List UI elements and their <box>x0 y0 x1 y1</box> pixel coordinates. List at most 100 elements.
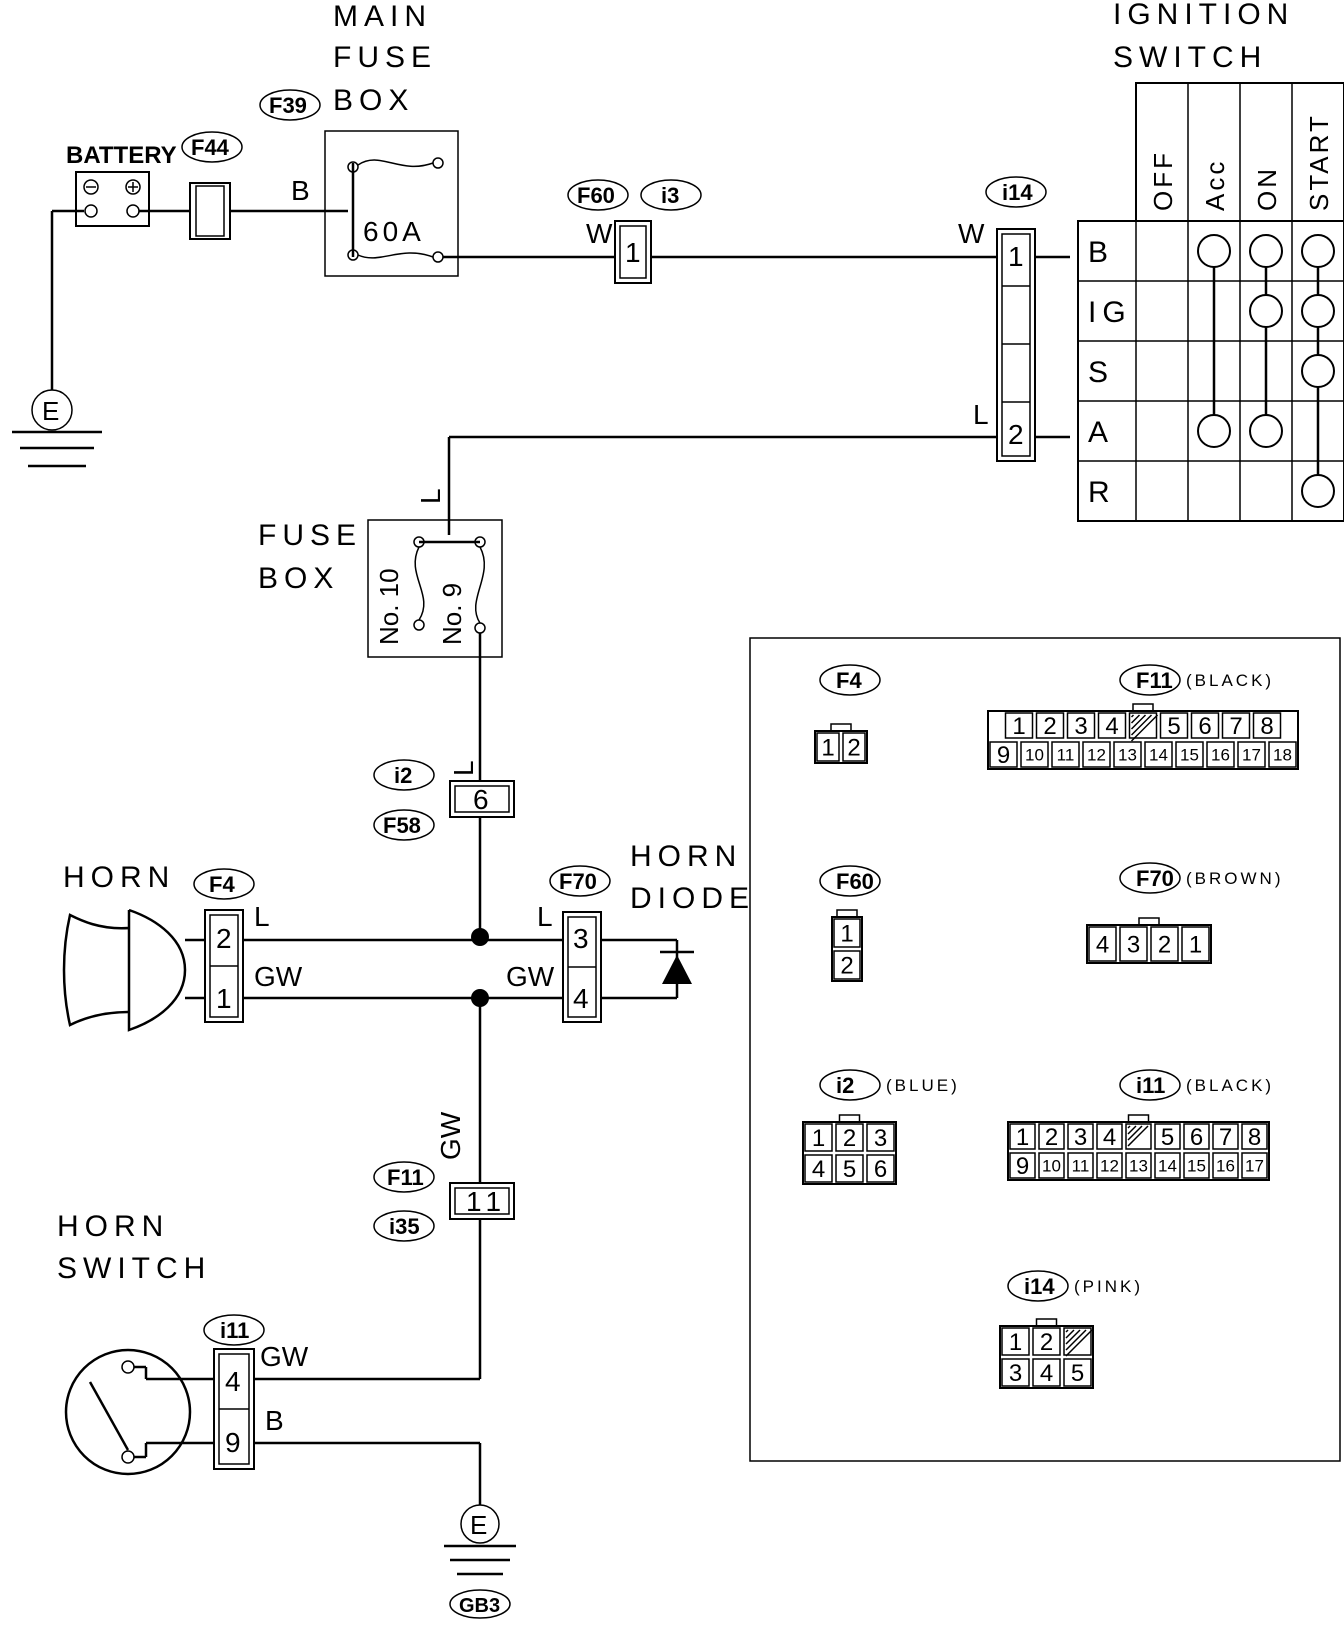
wire-label-l-horn: L <box>254 901 270 932</box>
continuity-circle <box>1301 294 1335 328</box>
tag-f70: F70 <box>549 865 611 897</box>
svg-text:i14: i14 <box>1002 180 1033 205</box>
main-fuse-rating: 60A <box>363 216 425 247</box>
pin-i11-9: 9 <box>225 1427 241 1458</box>
horn-switch-icon <box>64 1348 192 1476</box>
junction-dot <box>471 928 489 946</box>
connector-tags: F44 F39 F60 i3 i14 i2 F58 F4 F70 F11 i35… <box>181 89 1047 1346</box>
connector-pin: 7 <box>1229 713 1242 740</box>
main-fuse-box: MAIN FUSE BOX 60A <box>324 0 459 277</box>
battery-positive-icon <box>125 179 141 195</box>
battery: BATTERY <box>66 142 177 227</box>
connector-pin: 16 <box>1216 1157 1235 1176</box>
connector-pin: 5 <box>1167 713 1180 740</box>
pin-i2: 6 <box>473 784 489 815</box>
connector-view-tag: F70 <box>1136 866 1174 891</box>
svg-text:i3: i3 <box>661 183 679 208</box>
wire-label-w2: W <box>958 218 985 249</box>
connector-pin: 2 <box>843 1125 856 1152</box>
wire-label-l-diode: L <box>537 901 553 932</box>
connector-view-color: (BLACK) <box>1186 671 1274 690</box>
pin-i14-2: 2 <box>1008 419 1024 450</box>
connector-pin: 14 <box>1158 1157 1177 1176</box>
continuity-circle <box>1249 414 1283 448</box>
wire-label-gw-switch: GW <box>260 1341 309 1372</box>
ign-col-acc: Acc <box>1200 159 1230 211</box>
ign-col-on: ON <box>1252 166 1282 211</box>
pin-i11-4: 4 <box>225 1366 241 1397</box>
battery-negative-icon <box>83 179 99 195</box>
connector-view-tag: F4 <box>836 668 862 693</box>
ign-row-ig: IG <box>1088 296 1132 329</box>
connector-view-color: (BROWN) <box>1186 869 1283 888</box>
connector-pin: 1 <box>821 735 834 762</box>
connector-pin: 15 <box>1180 746 1199 765</box>
connector-pin: 17 <box>1242 746 1261 765</box>
fuse-slot-no9: No. 9 <box>437 583 467 645</box>
connector-i14 <box>996 228 1036 462</box>
connector-pin: 3 <box>1074 1124 1087 1151</box>
svg-text:i35: i35 <box>389 1214 420 1239</box>
connector-pin: 15 <box>1187 1157 1206 1176</box>
horn-icon <box>127 908 187 1032</box>
connector-view-color: (BLACK) <box>1186 1076 1274 1095</box>
connector-pin: 4 <box>1040 1360 1053 1387</box>
ground-icon <box>31 389 73 431</box>
svg-text:F60: F60 <box>577 183 615 208</box>
tag-f39: F39 <box>259 89 321 121</box>
connector-view-tag: i2 <box>836 1073 854 1098</box>
connector-view-panel <box>749 637 1341 1462</box>
connector-pin: 6 <box>874 1156 887 1183</box>
connector-pin: 2 <box>1158 932 1171 959</box>
wire-label-gw-diode: GW <box>506 961 555 992</box>
ign-row-b: B <box>1088 236 1114 269</box>
pin-f70-4: 4 <box>573 983 589 1014</box>
svg-text:F4: F4 <box>209 872 235 897</box>
connector-pin: 8 <box>1248 1124 1261 1151</box>
connector-pin: 12 <box>1087 746 1106 765</box>
connector-view-tag: F11 <box>1136 668 1173 693</box>
connector-i2 <box>449 780 515 818</box>
connector-pin: 3 <box>874 1125 887 1152</box>
svg-text:i2: i2 <box>394 763 412 788</box>
wire-label-gw-horn: GW <box>254 961 303 992</box>
ignition-switch-label-2: SWITCH <box>1113 41 1267 74</box>
wire-label-b-switch: B <box>265 1405 284 1436</box>
pin-f70-3: 3 <box>573 923 589 954</box>
connector-pin: 10 <box>1025 746 1044 765</box>
pin-f11: 11 <box>466 1186 507 1217</box>
horn-label: HORN <box>63 861 175 894</box>
connector-view-tag: i14 <box>1024 1274 1055 1299</box>
ignition-switch-label-1: IGNITION <box>1113 0 1294 31</box>
connector-pin: 1 <box>840 921 853 948</box>
continuity-circle <box>1197 234 1231 268</box>
pin-i14-1: 1 <box>1008 241 1024 272</box>
tag-i3: i3 <box>640 179 702 211</box>
svg-text:F39: F39 <box>269 93 307 118</box>
svg-text:F44: F44 <box>191 135 230 160</box>
connector-pin: 4 <box>1096 932 1109 959</box>
tag-f4: F4 <box>193 868 255 900</box>
connector-pin: 8 <box>1260 713 1273 740</box>
ign-col-start: START <box>1304 113 1334 211</box>
ground-label-top: E <box>42 396 59 426</box>
ign-col-off: OFF <box>1148 150 1178 211</box>
connector-pin: 13 <box>1118 746 1137 765</box>
fuse-box: FUSE BOX No. 10 No. 9 <box>258 519 503 658</box>
connector-pin: 9 <box>1016 1153 1029 1180</box>
svg-text:F70: F70 <box>559 869 597 894</box>
connector-pin: 4 <box>1105 713 1118 740</box>
tag-f11: F11 <box>373 1161 435 1193</box>
connector-pin: 4 <box>1103 1124 1116 1151</box>
connector-pin: 2 <box>1040 1329 1053 1356</box>
connector-pin: 7 <box>1219 1124 1232 1151</box>
ign-row-s: S <box>1088 356 1114 389</box>
main-fuse-box-label-2: FUSE <box>333 41 437 74</box>
continuity-circle <box>1249 294 1283 328</box>
